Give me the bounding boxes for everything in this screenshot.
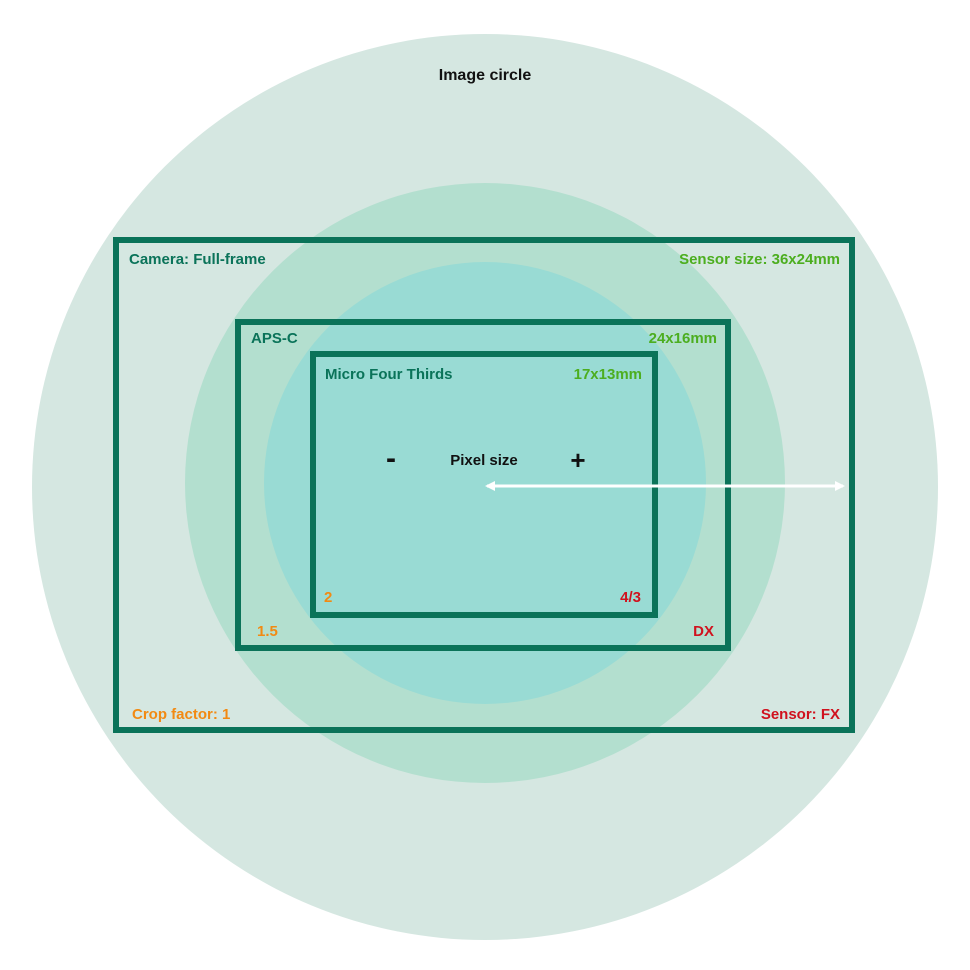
full-frame-crop: Crop factor: 1 — [132, 706, 230, 723]
mft-name: Micro Four Thirds — [325, 366, 453, 383]
full-frame-size: Sensor size: 36x24mm — [679, 251, 840, 268]
image-circle-title: Image circle — [439, 67, 532, 84]
aps-c-crop: 1.5 — [257, 623, 278, 640]
aps-c-size: 24x16mm — [649, 330, 717, 347]
pixel-size-label: Pixel size — [450, 452, 518, 469]
mft-size: 17x13mm — [574, 366, 642, 383]
image-circle-inner — [264, 262, 706, 704]
pixel-size-minus: - — [386, 442, 396, 475]
mft-crop: 2 — [324, 589, 332, 606]
full-frame-frame — [113, 237, 855, 733]
mft-sensor: 4/3 — [620, 589, 641, 606]
full-frame-sensor: Sensor: FX — [761, 706, 840, 723]
full-frame-name: Camera: Full-frame — [129, 251, 266, 268]
aps-c-name: APS-C — [251, 330, 298, 347]
pixel-size-plus: + — [570, 445, 585, 475]
aps-c-sensor: DX — [693, 623, 714, 640]
